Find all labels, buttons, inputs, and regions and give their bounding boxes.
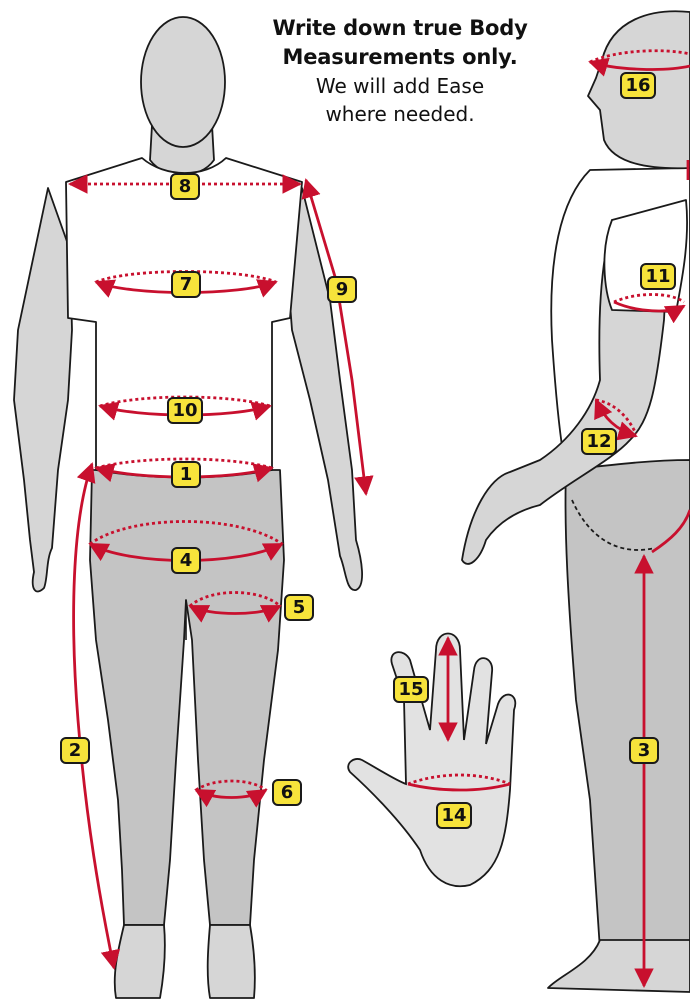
front-right-foot: [208, 925, 255, 998]
front-head: [141, 17, 225, 147]
front-left-foot: [115, 925, 165, 998]
instruction-line-3: We will add Ease: [230, 72, 570, 100]
badge-8: 8: [170, 173, 200, 200]
front-left-arm: [14, 188, 72, 591]
hand: [348, 634, 515, 887]
badge-2: 2: [60, 737, 90, 764]
instruction-line-1: Write down true Body: [230, 14, 570, 43]
badge-12: 12: [581, 428, 617, 455]
badge-14: 14: [436, 802, 472, 829]
badge-10: 10: [167, 397, 203, 424]
hand-figure: [348, 634, 515, 887]
front-pants: [90, 470, 284, 925]
instructions: Write down true Body Measurements only. …: [230, 14, 570, 128]
badge-4: 4: [171, 547, 201, 574]
badge-7: 7: [171, 271, 201, 298]
badge-3: 3: [629, 737, 659, 764]
side-leg: [565, 460, 690, 950]
badge-6: 6: [272, 779, 302, 806]
instruction-line-2: Measurements only.: [230, 43, 570, 72]
badge-15: 15: [393, 676, 429, 703]
front-figure: [14, 17, 362, 998]
side-foot: [548, 940, 690, 992]
badge-1: 1: [171, 461, 201, 488]
front-right-arm: [286, 188, 362, 590]
instruction-line-4: where needed.: [230, 100, 570, 128]
badge-11: 11: [640, 263, 676, 290]
front-shirt: [66, 158, 302, 478]
badge-9: 9: [327, 276, 357, 303]
badge-5: 5: [284, 594, 314, 621]
badge-16: 16: [620, 72, 656, 99]
